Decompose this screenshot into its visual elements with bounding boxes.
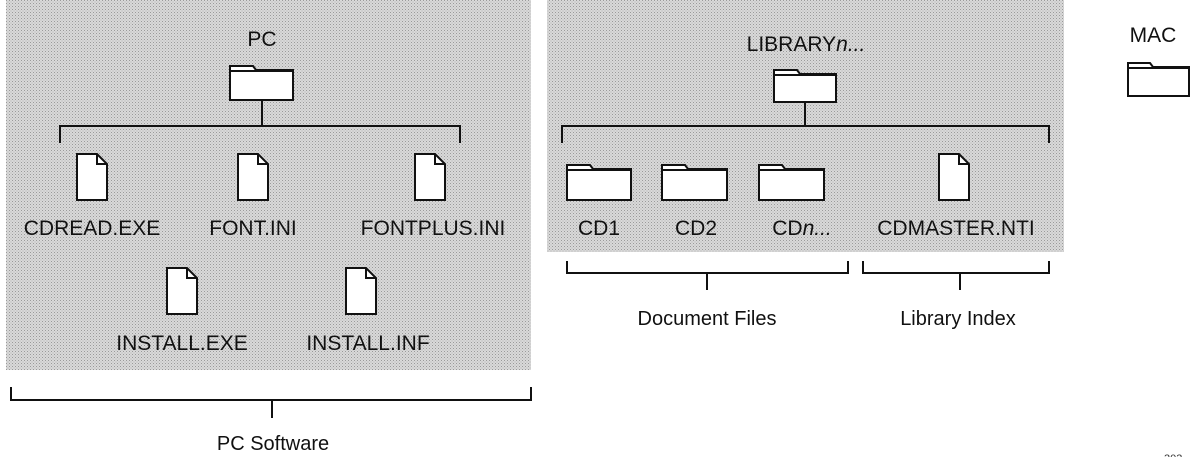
file-icon: [414, 153, 446, 201]
library-root-folder: LIBRARYn...: [747, 33, 866, 103]
folder-icon: [758, 164, 825, 201]
file-label: CDREAD.EXE: [24, 217, 161, 240]
pc-software-bracket: [10, 387, 532, 418]
folder-icon: [773, 69, 837, 103]
file-cdread-exe: CDREAD.EXE: [24, 153, 161, 240]
file-label: INSTALL.EXE: [116, 332, 248, 355]
library-root-label: LIBRARYn...: [747, 33, 866, 56]
file-font-ini: FONT.INI: [209, 153, 297, 240]
corner-mark: 303: [1164, 453, 1182, 457]
folder-label: CD2: [675, 217, 717, 240]
folder-label: CD1: [578, 217, 620, 240]
pc-tree-connector: [59, 100, 461, 143]
file-icon: [76, 153, 108, 201]
pc-root-folder: PC: [229, 28, 294, 101]
file-icon: [345, 267, 377, 315]
file-cdmaster-nti: CDMASTER.NTI: [877, 153, 1035, 240]
mac-folder: MAC: [1127, 24, 1190, 97]
cdn-suffix: n...: [803, 217, 832, 240]
folder-cd2: CD2: [661, 164, 728, 240]
cdn-prefix: CD: [772, 217, 802, 240]
pc-software-caption: PC Software: [217, 433, 329, 455]
file-icon: [166, 267, 198, 315]
library-root-prefix: LIBRARY: [747, 33, 837, 56]
file-icon: [237, 153, 269, 201]
file-fontplus-ini: FONTPLUS.INI: [361, 153, 506, 240]
library-index-bracket: [862, 261, 1050, 290]
folder-icon: [661, 164, 728, 201]
file-label: CDMASTER.NTI: [877, 217, 1035, 240]
pc-root-label: PC: [247, 28, 276, 51]
folder-cd1: CD1: [566, 164, 632, 240]
library-root-suffix: n...: [836, 33, 865, 56]
document-files-caption: Document Files: [638, 308, 777, 330]
mac-label: MAC: [1130, 24, 1177, 47]
file-label: INSTALL.INF: [306, 332, 429, 355]
library-tree-connector: [561, 102, 1050, 143]
file-label: FONT.INI: [209, 217, 297, 240]
document-files-bracket: [566, 261, 849, 290]
file-label: FONTPLUS.INI: [361, 217, 506, 240]
folder-icon: [1127, 62, 1190, 97]
folder-icon: [229, 65, 294, 101]
file-icon: [938, 153, 970, 201]
library-index-caption: Library Index: [900, 308, 1016, 330]
folder-label: CDn...: [772, 217, 832, 240]
folder-cdn: CDn...: [758, 164, 832, 240]
file-install-exe: INSTALL.EXE: [116, 267, 248, 355]
folder-icon: [566, 164, 632, 201]
file-install-inf: INSTALL.INF: [306, 267, 430, 355]
